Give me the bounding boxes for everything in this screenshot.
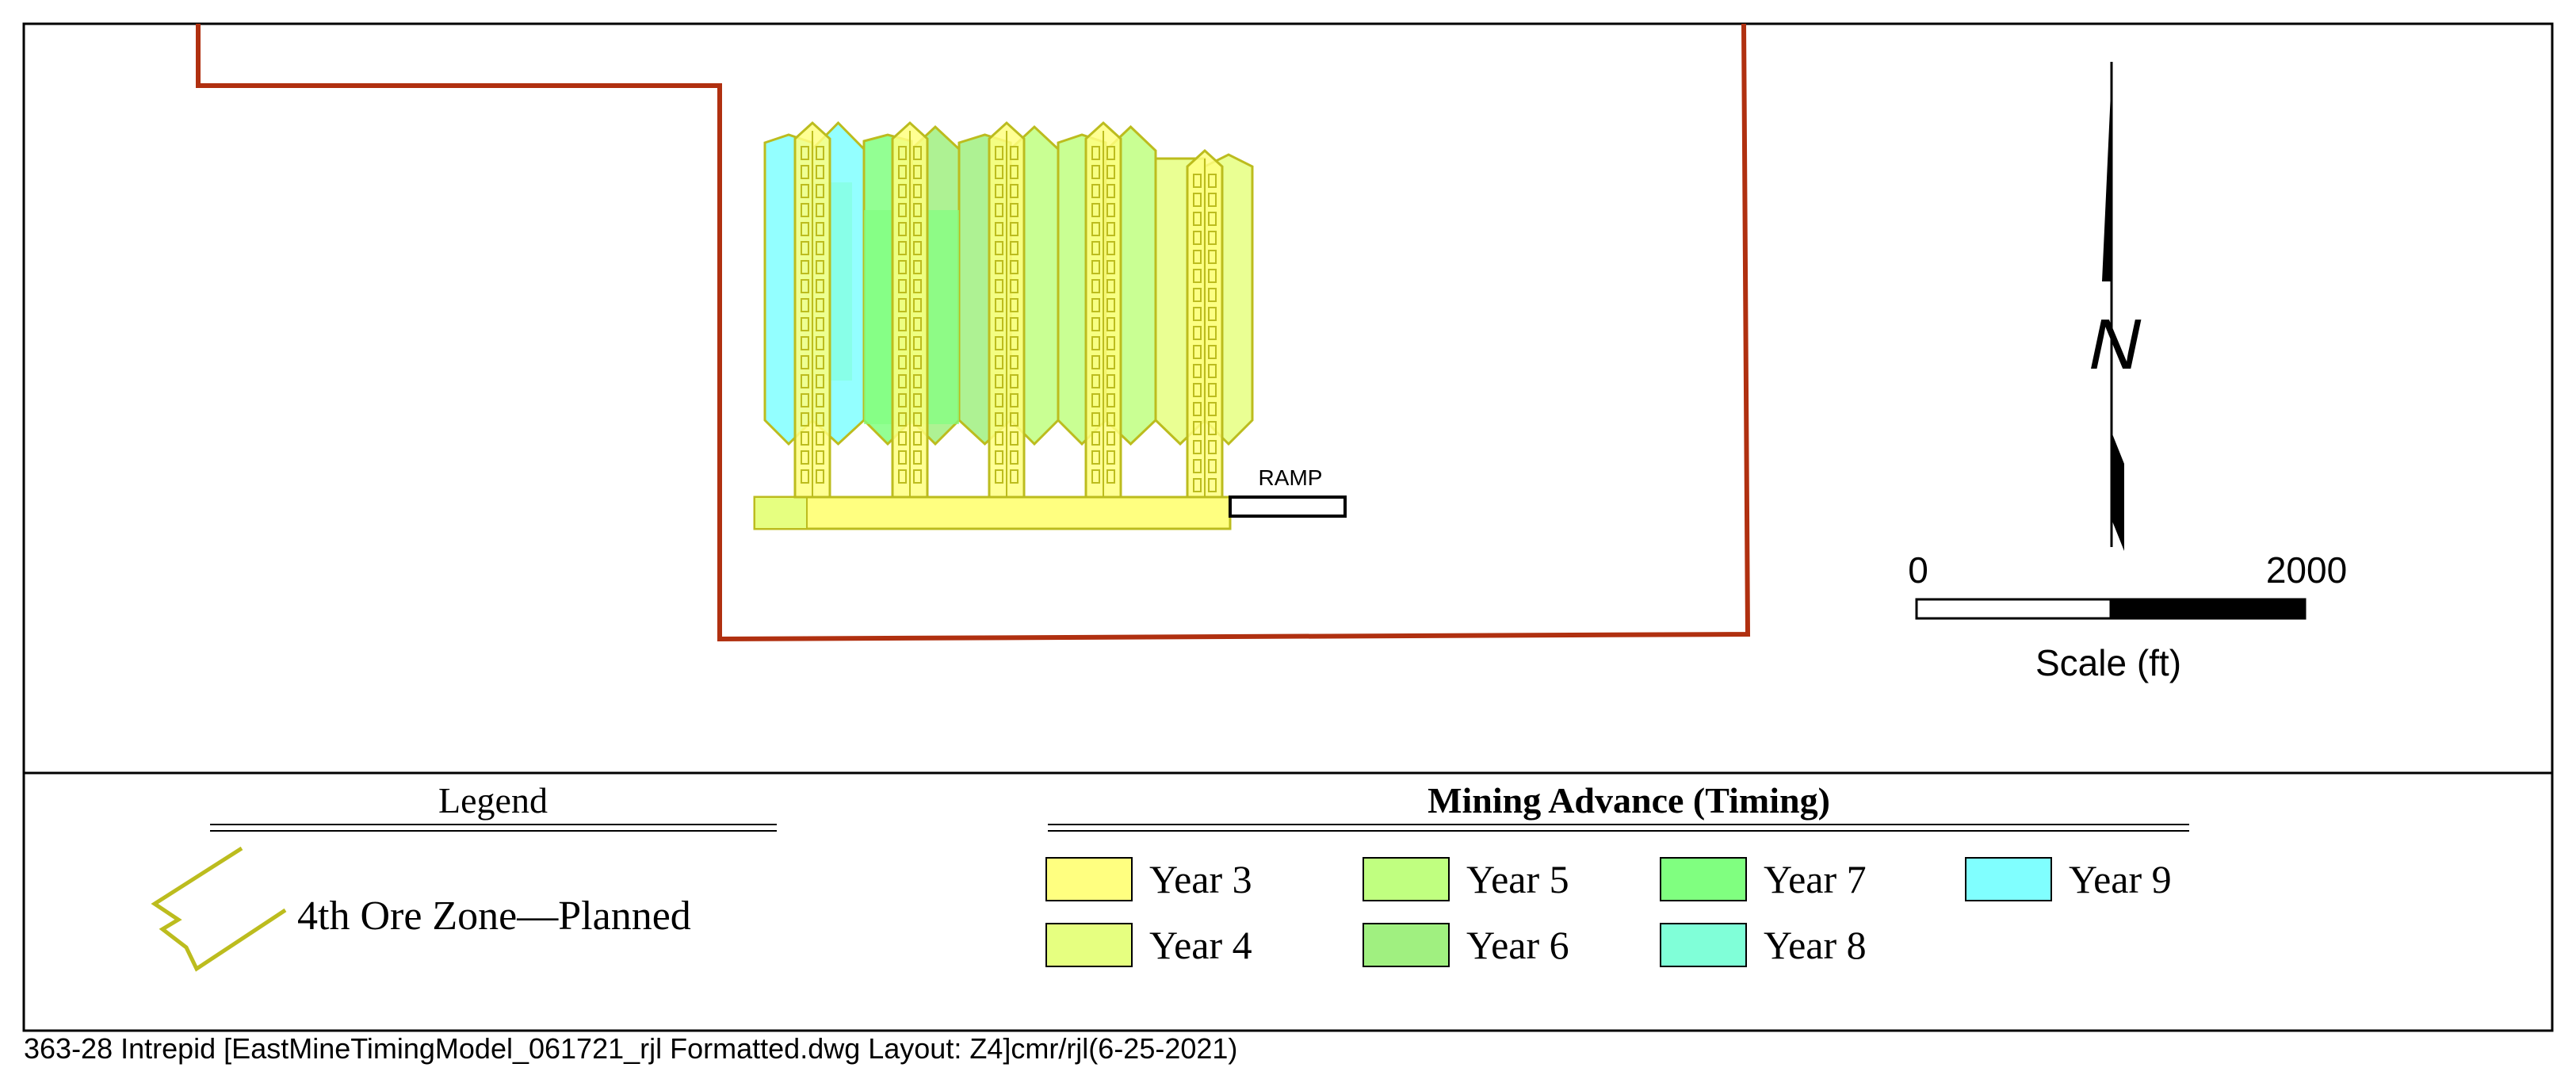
main-entry-segment bbox=[754, 496, 808, 530]
submain-entry bbox=[1084, 121, 1122, 499]
scale-bar-white bbox=[1915, 598, 2112, 620]
timing-swatch bbox=[1045, 857, 1133, 901]
lease-boundary bbox=[196, 23, 1751, 642]
main-entry bbox=[753, 495, 1232, 530]
timing-label: Year 9 bbox=[2069, 857, 2172, 901]
timing-swatch bbox=[1363, 923, 1450, 967]
scale-title: Scale (ft) bbox=[2035, 642, 2181, 683]
timing-label: Year 5 bbox=[1466, 857, 1569, 901]
submain-entry bbox=[891, 121, 929, 499]
timing-item: Year 6 bbox=[1363, 923, 1569, 967]
timing-item: Year 5 bbox=[1363, 857, 1569, 901]
legend: Legend 4th Ore Zone—Planned bbox=[151, 780, 777, 972]
ramp bbox=[1229, 495, 1347, 518]
legend-item-label: 4th Ore Zone—Planned bbox=[297, 893, 691, 939]
timing-legend: Mining Advance (Timing) Year 3 Year 4 Year… bbox=[1045, 780, 2189, 967]
scale-label-min: 0 bbox=[1908, 549, 1928, 591]
timing-item: Year 7 bbox=[1660, 857, 1867, 901]
timing-swatch bbox=[1660, 857, 1747, 901]
timing-item: Year 4 bbox=[1045, 923, 1252, 967]
submain-entry bbox=[1186, 148, 1224, 499]
timing-title: Mining Advance (Timing) bbox=[1428, 780, 1830, 821]
map-frame bbox=[22, 22, 2554, 1032]
timing-swatch bbox=[1965, 857, 2052, 901]
timing-item: Year 8 bbox=[1660, 923, 1867, 967]
north-arrow-icon: N bbox=[2081, 62, 2150, 551]
ore-zone-symbol-icon bbox=[151, 846, 287, 972]
ramp-label: RAMP bbox=[1259, 465, 1323, 490]
timing-swatch bbox=[1045, 923, 1133, 967]
scale-bar: 0 2000 Scale (ft) bbox=[1908, 549, 2347, 683]
scale-bar-black bbox=[2109, 598, 2307, 620]
submain-entry bbox=[988, 121, 1026, 499]
timing-item: Year 3 bbox=[1045, 857, 1252, 901]
footer-text: 363-28 Intrepid [EastMineTimingModel_061… bbox=[24, 1032, 1237, 1065]
timing-item: Year 9 bbox=[1965, 857, 2172, 901]
legend-title: Legend bbox=[438, 780, 548, 821]
timing-label: Year 8 bbox=[1764, 923, 1867, 967]
timing-swatch bbox=[1363, 857, 1450, 901]
timing-label: Year 7 bbox=[1764, 857, 1867, 901]
submain-entry bbox=[793, 121, 831, 499]
timing-label: Year 3 bbox=[1149, 857, 1252, 901]
north-label: N bbox=[2081, 305, 2150, 385]
mine-workings bbox=[753, 121, 1254, 530]
timing-label: Year 6 bbox=[1466, 923, 1569, 967]
timing-label: Year 4 bbox=[1149, 923, 1252, 967]
scale-label-max: 2000 bbox=[2266, 549, 2347, 591]
timing-swatch bbox=[1660, 923, 1747, 967]
